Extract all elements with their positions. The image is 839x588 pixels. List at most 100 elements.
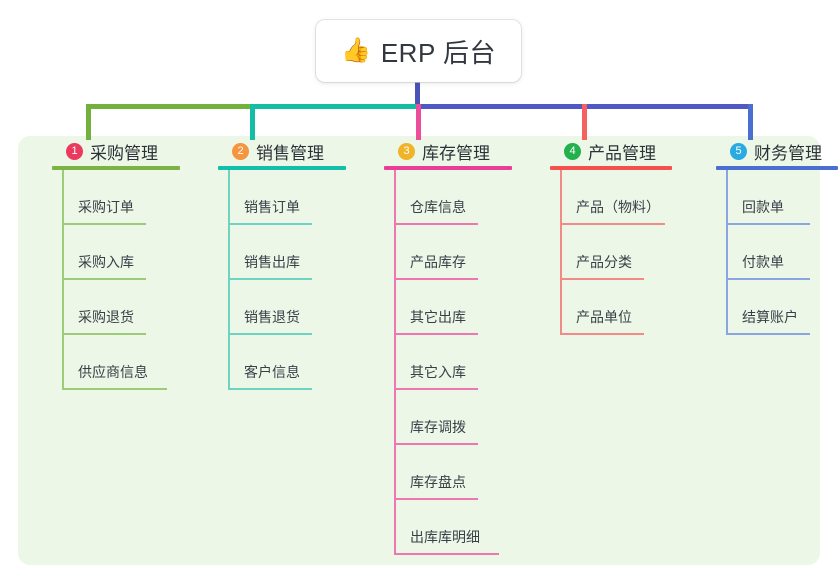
branch-item[interactable]: 库存调拨 [394, 390, 538, 445]
branch-item-vertical-line [726, 225, 728, 280]
branch-item-underline [62, 278, 146, 280]
branch-item[interactable]: 仓库信息 [394, 170, 538, 225]
branch-item-label: 采购退货 [78, 309, 134, 325]
branch-item-underline [394, 498, 478, 500]
branch-item-label: 客户信息 [244, 364, 300, 380]
branch-item-list: 仓库信息产品库存其它出库其它入库库存调拨库存盘点出库库明细 [394, 170, 538, 555]
branch-item-label: 销售退货 [244, 309, 300, 325]
branch-item[interactable]: 销售出库 [228, 225, 372, 280]
branch-header-1[interactable]: 1 采购管理 [40, 136, 206, 166]
root-stem-connector [415, 82, 420, 106]
branch-item[interactable]: 库存盘点 [394, 445, 538, 500]
branch-item-label: 结算账户 [742, 309, 798, 325]
branch-title: 销售管理 [256, 143, 324, 163]
branch-item[interactable]: 结算账户 [726, 280, 839, 335]
branch-item[interactable]: 其它入库 [394, 335, 538, 390]
connector-drop-2 [250, 104, 255, 140]
branch-item[interactable]: 采购退货 [62, 280, 206, 335]
branch-header-rule [218, 166, 346, 170]
connector-drop-5 [748, 104, 753, 140]
branch-title: 库存管理 [422, 143, 490, 163]
branch-item-underline [560, 333, 644, 335]
branch-item-label: 库存盘点 [410, 474, 466, 490]
connector-drop-4 [582, 104, 587, 140]
branch-item-vertical-line [228, 335, 230, 390]
branch-item-label: 产品（物料） [576, 199, 660, 215]
branch-item-label: 库存调拨 [410, 419, 466, 435]
branch-item-vertical-line [726, 170, 728, 225]
branch-item-vertical-line [62, 170, 64, 225]
connector-bar-segment-teal [250, 104, 418, 109]
branch-item-underline [394, 443, 478, 445]
branch-item-underline [228, 223, 312, 225]
branch-item-list: 产品（物料） 产品分类产品单位 [560, 170, 704, 335]
branch-item-label: 其它出库 [410, 309, 466, 325]
branch-item-list: 销售订单销售出库销售退货客户信息 [228, 170, 372, 390]
branch-item[interactable]: 产品分类 [560, 225, 704, 280]
branch-header-rule [550, 166, 672, 170]
branch-item-vertical-line [62, 280, 64, 335]
branch-item-vertical-line [228, 225, 230, 280]
branch-item-underline [62, 223, 146, 225]
branch-item-underline [726, 223, 810, 225]
branch-number-badge: 1 [66, 142, 83, 160]
branch-item-underline [394, 223, 478, 225]
branch-title: 产品管理 [588, 143, 656, 163]
branch-title: 财务管理 [754, 143, 822, 163]
branch-item-underline [726, 333, 810, 335]
branch-item-label: 采购入库 [78, 254, 134, 270]
branch-item[interactable]: 客户信息 [228, 335, 372, 390]
branch-header-3[interactable]: 3 库存管理 [372, 136, 538, 166]
branch-item-underline [394, 333, 478, 335]
branch-item[interactable]: 采购订单 [62, 170, 206, 225]
branch-item-label: 产品单位 [576, 309, 632, 325]
branch-item-label: 回款单 [742, 199, 784, 215]
branch-item[interactable]: 供应商信息 [62, 335, 206, 390]
branch-item-vertical-line [62, 225, 64, 280]
root-title: ERP 后台 [380, 37, 497, 68]
branch-item-vertical-line [726, 280, 728, 335]
branch-item-vertical-line [62, 335, 64, 390]
branch-item[interactable]: 其它出库 [394, 280, 538, 335]
branch-item-underline [394, 553, 499, 555]
branch-item-label: 产品库存 [410, 254, 466, 270]
branch-item-vertical-line [228, 280, 230, 335]
branch-item[interactable]: 产品库存 [394, 225, 538, 280]
branch-item-label: 产品分类 [576, 254, 632, 270]
branch-item-underline [228, 388, 312, 390]
branch-item[interactable]: 付款单 [726, 225, 839, 280]
branch-item[interactable]: 回款单 [726, 170, 839, 225]
root-node[interactable]: 👍 ERP 后台 [316, 20, 521, 82]
branch-item-vertical-line [394, 225, 396, 280]
branch-item[interactable]: 产品（物料） [560, 170, 704, 225]
branch-item-underline [394, 388, 478, 390]
branch-item-vertical-line [394, 335, 396, 390]
branch-header-rule [52, 166, 180, 170]
branch-item[interactable]: 采购入库 [62, 225, 206, 280]
branch-item-list: 采购订单采购入库采购退货供应商信息 [62, 170, 206, 390]
diagram-panel [18, 136, 820, 565]
connector-bar-segment-green [86, 104, 252, 109]
branch-item-vertical-line [394, 170, 396, 225]
branch-item-label: 付款单 [742, 254, 784, 270]
branch-item[interactable]: 出库库明细 [394, 500, 538, 555]
branch-item-vertical-line [394, 445, 396, 500]
branch-item[interactable]: 销售退货 [228, 280, 372, 335]
branch-item[interactable]: 销售订单 [228, 170, 372, 225]
branch-item-underline [560, 223, 665, 225]
branch-item-vertical-line [394, 390, 396, 445]
branch-item-vertical-line [560, 170, 562, 225]
branch-title: 采购管理 [90, 143, 158, 163]
branch-number-badge: 3 [398, 142, 415, 160]
branch-column-3: 3 库存管理仓库信息产品库存其它出库其它入库库存调拨库存盘点出库库明细 [372, 136, 538, 555]
branch-item-label: 其它入库 [410, 364, 466, 380]
branch-item[interactable]: 产品单位 [560, 280, 704, 335]
